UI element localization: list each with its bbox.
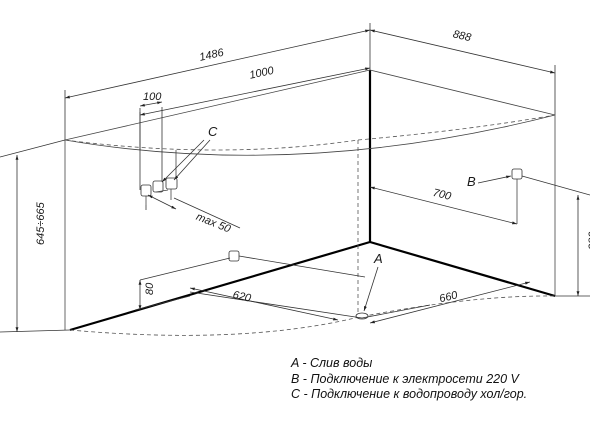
callout-c-label: C [208, 124, 218, 139]
dimension-620: 620 [189, 287, 363, 321]
legend: A - Слив воды B - Подключение к электрос… [291, 356, 581, 403]
bottom-right-edge [369, 240, 556, 298]
callout-c: C [161, 124, 218, 183]
dim-label-620: 620 [232, 289, 253, 305]
dim-label-height: 645÷665 [35, 201, 47, 245]
drain: A [355, 251, 383, 320]
callout-b-label: B [467, 174, 476, 189]
legend-item-c: C - Подключение к водопроводу хол/гор. [291, 387, 528, 401]
dim-label-1486: 1486 [198, 47, 225, 64]
dimension-1486: 1486 [64, 23, 371, 140]
callout-a-label: A [373, 251, 383, 266]
dimension-max50: max 50 [145, 194, 241, 236]
dim-label-380: 380 [587, 231, 590, 250]
legend-item-b: B - Подключение к электросети 220 V [291, 371, 519, 386]
water-connections [140, 150, 178, 205]
hidden-lines [64, 114, 556, 336]
dimension-1000: 1000 [139, 65, 371, 150]
dimension-80: 80 [134, 280, 191, 311]
dim-label-700: 700 [432, 187, 454, 203]
dimension-888: 888 [369, 28, 556, 115]
bottom-left-edge [69, 240, 371, 332]
dimension-380: 380 [555, 195, 590, 297]
legend-item-a: A - Слив воды [291, 356, 373, 370]
dim-label-100: 100 [143, 91, 162, 103]
top-rim [64, 69, 556, 330]
low-connection [139, 250, 366, 281]
dim-label-80: 80 [144, 282, 156, 295]
dimension-100: 100 [139, 91, 163, 190]
power-connection: B [467, 168, 590, 224]
dim-label-1000: 1000 [248, 65, 275, 82]
dim-label-max50: max 50 [194, 211, 233, 236]
dimension-660: 660 [361, 281, 531, 324]
dimension-700: 700 [369, 186, 518, 225]
dimension-height: 645÷665 [0, 139, 71, 333]
dim-label-660: 660 [438, 289, 460, 305]
dim-label-888: 888 [452, 28, 473, 44]
tub-outline [69, 70, 556, 332]
